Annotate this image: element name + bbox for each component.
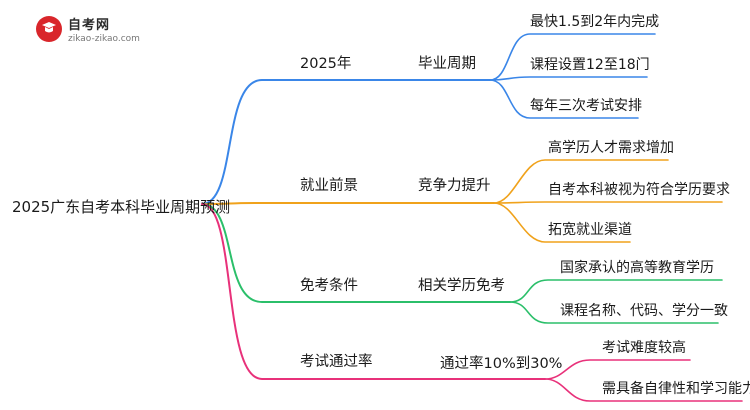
leaf-edge-3-2 [509, 301, 719, 324]
mindmap-labels: 2025广东自考本科毕业周期预测 2025年 毕业周期 最快1.5到2年内完成课程设… [12, 14, 750, 397]
mindmap-edges [201, 33, 743, 402]
leaf-label-1-3: 每年三次考试安排 [530, 98, 642, 114]
leaf-edge-4-1 [544, 359, 691, 380]
leaf-label-4-2: 需具备自律性和学习能力 [602, 380, 750, 397]
middle-label-4: 通过率10%到30% [440, 355, 562, 372]
site-logo: 自考网 zikao-zikao.com [36, 14, 156, 54]
branch-label-2: 就业前景 [300, 177, 358, 194]
middle-label-2: 竞争力提升 [418, 176, 491, 194]
leaf-edge-3-1 [509, 279, 723, 303]
leaf-edge-1-1 [489, 33, 656, 81]
leaf-label-1-1: 最快1.5到2年内完成 [530, 14, 659, 30]
leaf-edge-2-2 [493, 201, 723, 204]
leaf-edge-2-1 [493, 159, 669, 204]
branch-label-3: 免考条件 [300, 277, 358, 294]
leaf-label-2-2: 自考本科被视为符合学历要求 [548, 182, 730, 198]
logo-emblem-icon [36, 16, 62, 42]
leaf-label-3-1: 国家承认的高等教育学历 [560, 259, 714, 276]
root-topic: 2025广东自考本科毕业周期预测 [12, 198, 230, 216]
leaf-label-2-1: 高学历人才需求增加 [548, 139, 674, 156]
middle-label-1: 毕业周期 [418, 55, 476, 72]
leaf-edge-4-2 [544, 378, 743, 402]
branch-edge-2 [201, 202, 385, 205]
leaf-label-1-2: 课程设置12至18门 [530, 57, 650, 73]
leaf-edge-1-2 [489, 76, 648, 81]
branch-edge-4 [201, 203, 389, 380]
leaf-edge-1-3 [489, 79, 639, 119]
branch-edge-1 [201, 79, 383, 205]
logo-url: zikao-zikao.com [68, 34, 140, 44]
branch-label-1: 2025年 [300, 55, 351, 72]
leaf-label-2-3: 拓宽就业渠道 [548, 221, 632, 238]
leaf-edge-2-3 [493, 202, 631, 243]
logo-title: 自考网 [68, 18, 111, 33]
branch-label-4: 考试通过率 [300, 353, 373, 370]
leaf-label-4-1: 考试难度较高 [602, 339, 686, 356]
leaf-label-3-2: 课程名称、代码、学分一致 [560, 303, 728, 319]
branch-edge-3 [201, 203, 383, 303]
middle-label-3: 相关学历免考 [418, 277, 505, 294]
